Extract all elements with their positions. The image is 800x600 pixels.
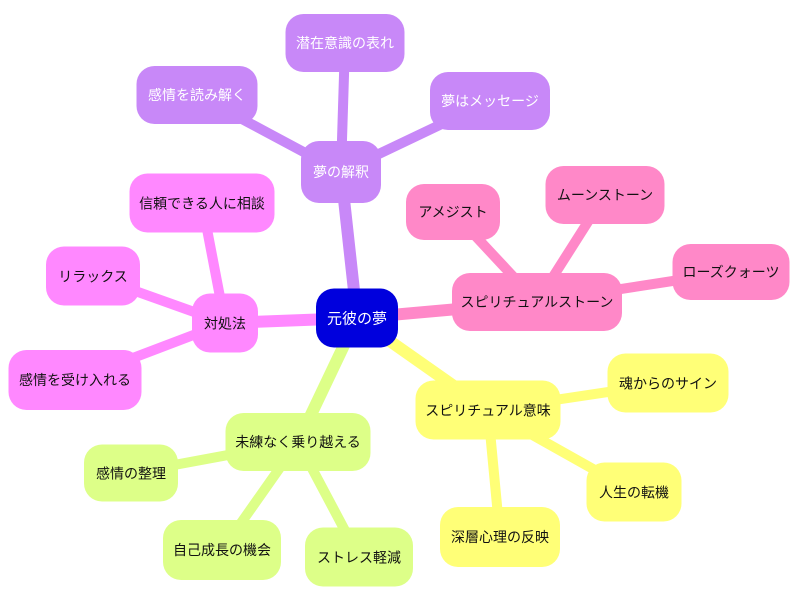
leaf-node[interactable]: 感情を読み解く	[136, 66, 258, 124]
leaf-node[interactable]: 潜在意識の表れ	[285, 14, 405, 72]
branch-node-spiritual-stone[interactable]: スピリチュアルストーン	[452, 273, 622, 331]
leaf-node[interactable]: 魂からのサイン	[607, 353, 729, 413]
branch-node-coping[interactable]: 対処法	[192, 293, 258, 353]
leaf-node[interactable]: 信頼できる人に相談	[129, 173, 275, 233]
leaf-node[interactable]: ムーンストーン	[545, 166, 665, 224]
leaf-node[interactable]: ローズクォーツ	[672, 244, 790, 300]
branch-node-dream-interpretation[interactable]: 夢の解釈	[301, 141, 381, 203]
leaf-node[interactable]: 人生の転機	[586, 462, 682, 522]
leaf-node[interactable]: 感情を受け入れる	[8, 350, 142, 410]
leaf-node[interactable]: アメジスト	[406, 184, 500, 240]
leaf-node[interactable]: 夢はメッセージ	[430, 72, 550, 130]
leaf-node[interactable]: 自己成長の機会	[163, 520, 281, 580]
branch-node-spiritual-meaning[interactable]: スピリチュアル意味	[415, 380, 561, 440]
leaf-node[interactable]: リラックス	[46, 246, 140, 306]
leaf-node[interactable]: 深層心理の反映	[440, 507, 560, 567]
root-node[interactable]: 元彼の夢	[316, 288, 398, 348]
leaf-node[interactable]: 感情の整理	[84, 444, 178, 502]
leaf-node[interactable]: ストレス軽減	[305, 527, 413, 587]
branch-node-move-on[interactable]: 未練なく乗り越える	[225, 413, 371, 471]
